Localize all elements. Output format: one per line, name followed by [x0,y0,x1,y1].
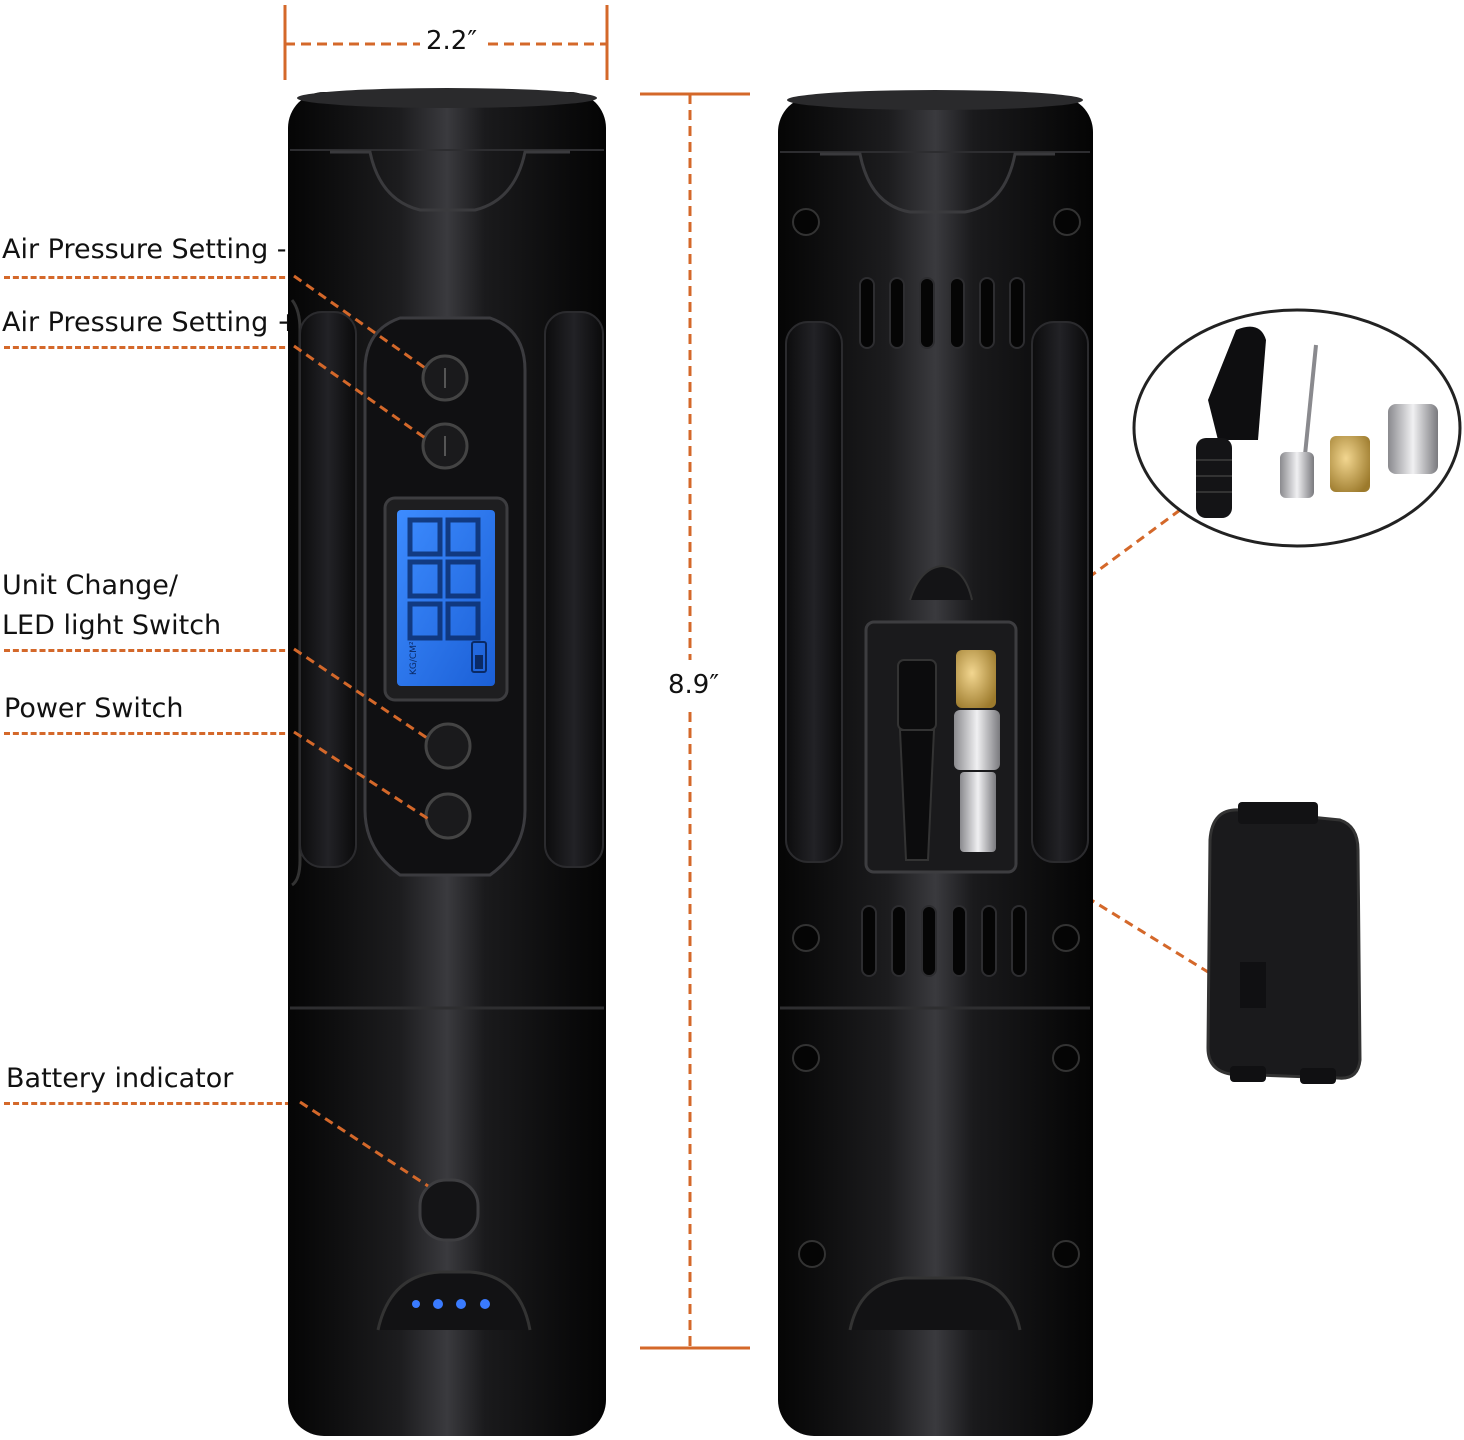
pressure-plus-label: Air Pressure Setting + [2,307,300,338]
callout-underline [4,346,294,349]
pump-back-view [778,90,1093,1436]
height-dimension-label: 8.9″ [668,670,720,700]
battery-indicator-label: Battery indicator [6,1063,234,1094]
height-dimension [640,92,750,1350]
pump-front-view: KG/CM² [288,88,606,1436]
unit-change-label-line2: LED light Switch [2,610,222,641]
accessories-inset [1132,308,1462,548]
unit-change-label-line1: Unit Change/ [2,570,179,601]
callout-underline [4,276,294,279]
callout-underline [4,732,294,735]
width-dimension-label: 2.2″ [426,26,478,56]
callout-underline [4,1102,300,1105]
power-switch-label: Power Switch [4,693,184,724]
battery-cover [1206,802,1362,1084]
lcd-unit-text: KG/CM² [409,641,419,675]
width-dimension [283,5,609,80]
pressure-minus-label: Air Pressure Setting - [2,234,287,265]
callout-underline [4,649,294,652]
